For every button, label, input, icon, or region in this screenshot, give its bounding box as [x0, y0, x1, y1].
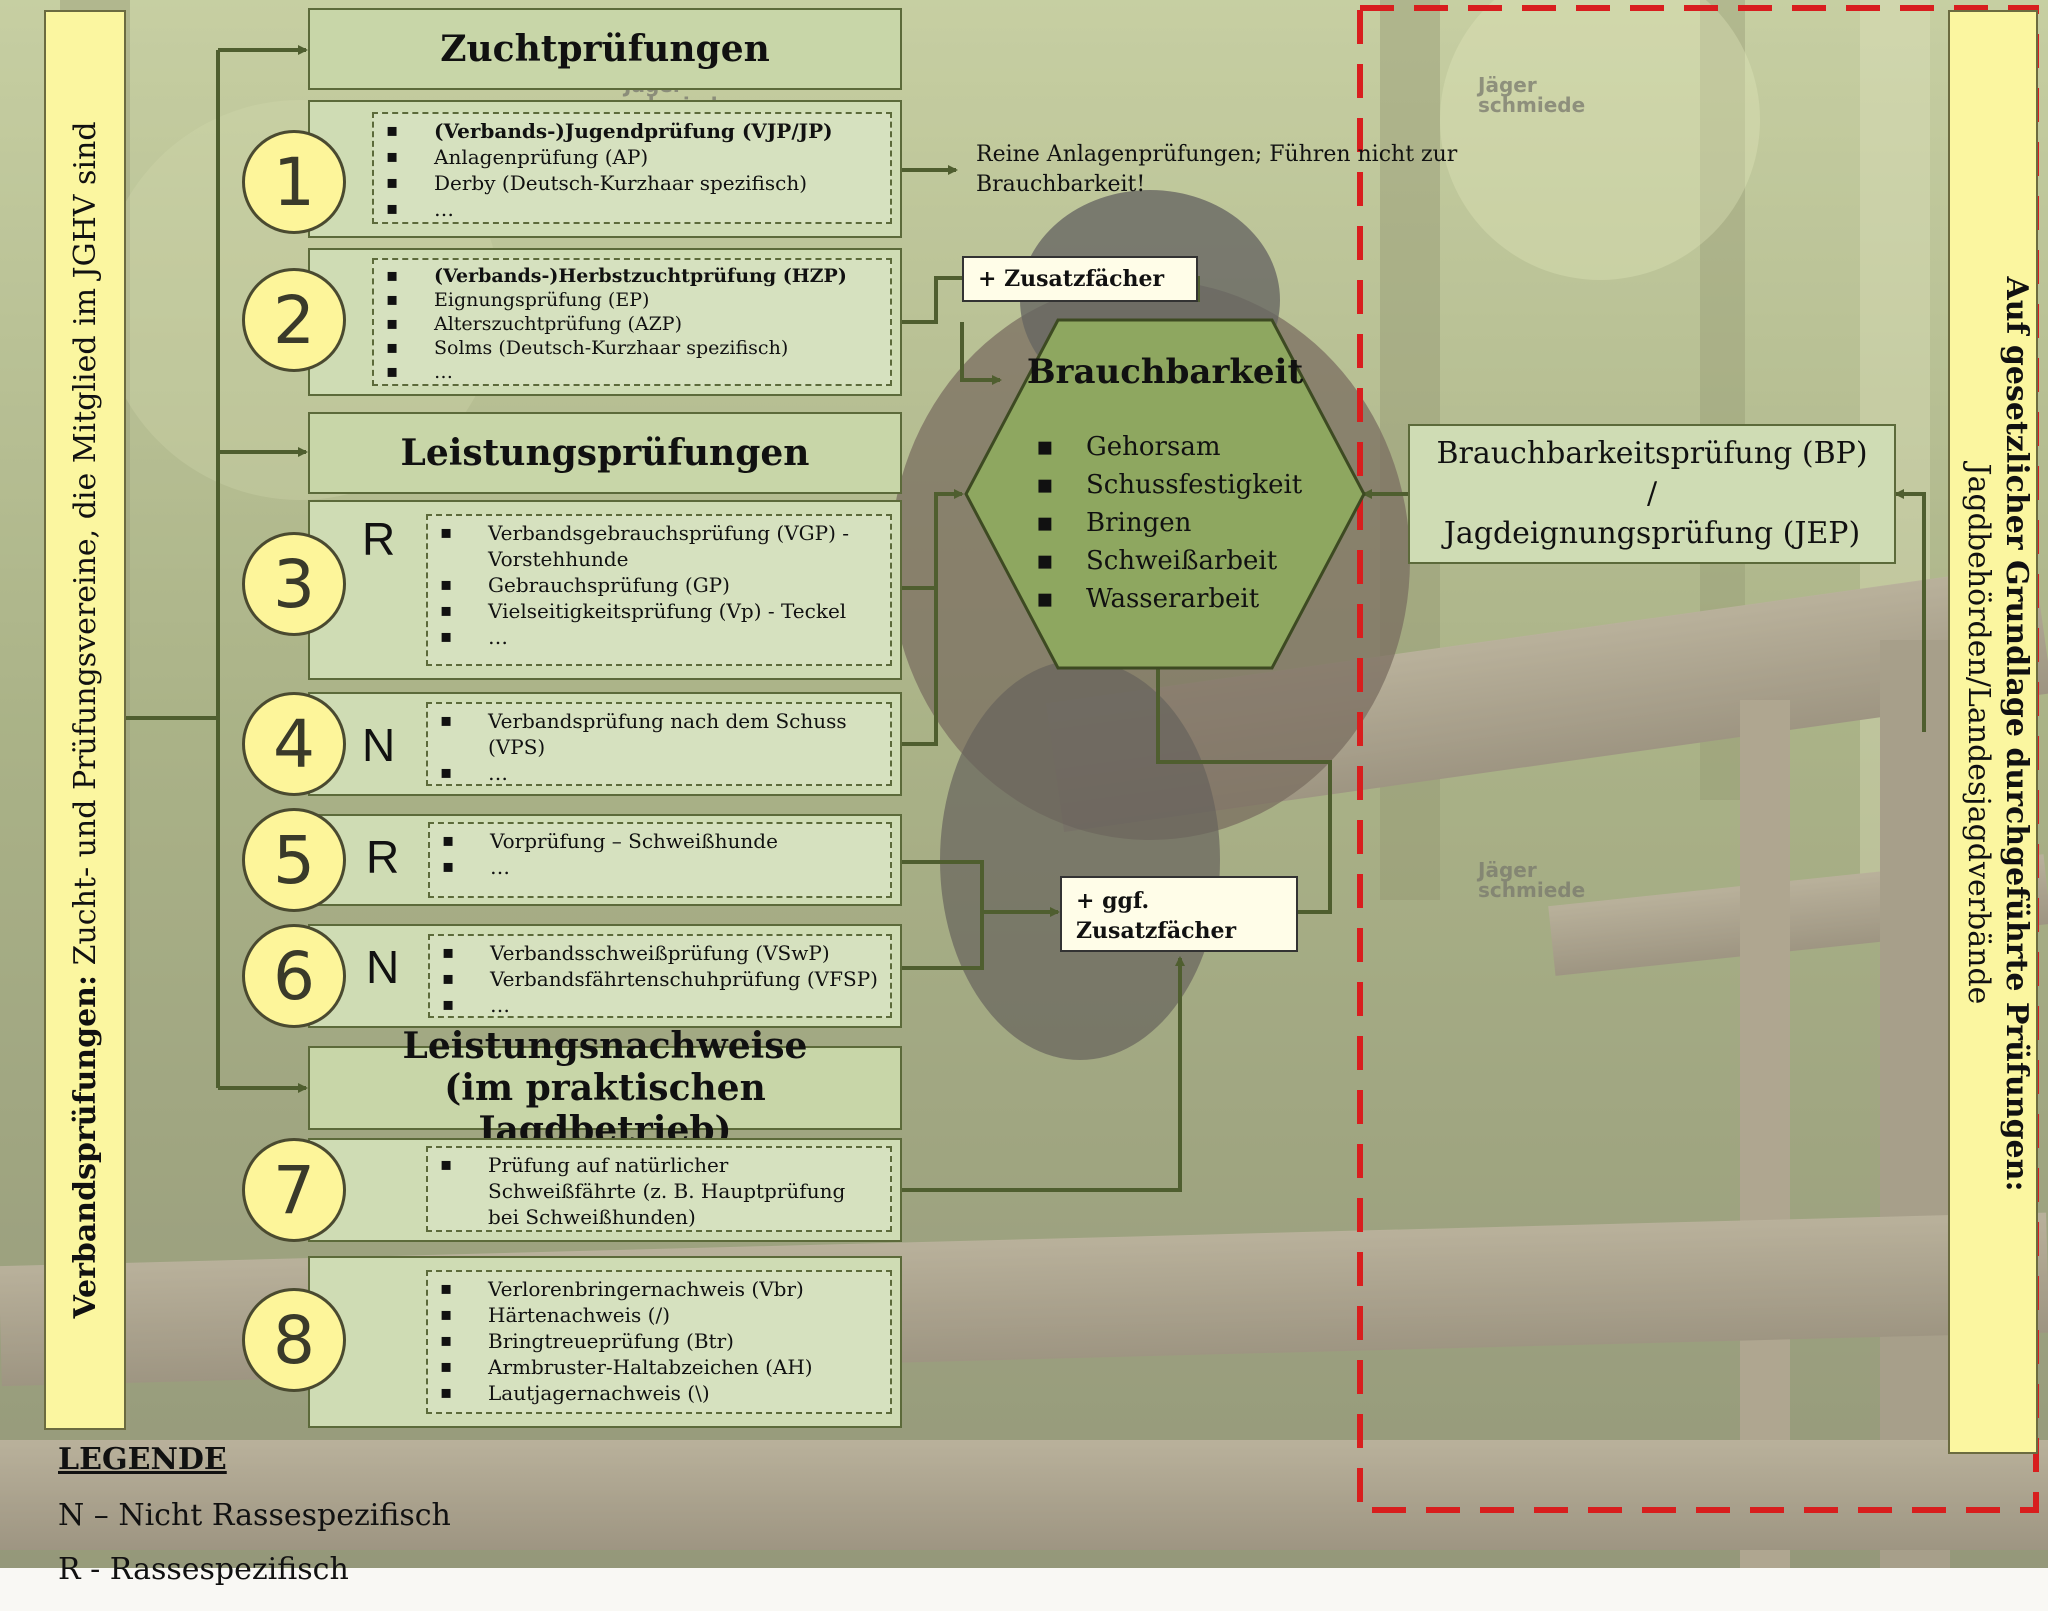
- breed-tag-5: R: [366, 831, 400, 883]
- breed-tag-3: R: [362, 513, 396, 565]
- number-badge-5: 5: [242, 808, 346, 912]
- list-item: Verbandsschweißprüfung (VSwP): [440, 940, 882, 966]
- number-badge-1: 1: [242, 130, 346, 234]
- list-item: Anlagenprüfung (AP): [384, 144, 882, 170]
- list-item: …: [440, 992, 882, 1018]
- list-item: Verlorenbringernachweis (Vbr): [438, 1276, 882, 1302]
- ggf-zusatzfaecher-box: + ggf. Zusatzfächer: [1060, 876, 1298, 952]
- list-item: Derby (Deutsch-Kurzhaar spezifisch): [384, 170, 882, 196]
- item-list-1: (Verbands-)Jugendprüfung (VJP/JP) Anlage…: [372, 112, 892, 224]
- list-item: Verbandsprüfung nach dem Schuss (VPS): [438, 708, 882, 760]
- list-item: Verbandsfährtenschuhprüfung (VFSP): [440, 966, 882, 992]
- item-list-2: (Verbands-)Herbstzuchtprüfung (HZP) Eign…: [372, 258, 892, 386]
- jep-label: Jagdeignungsprüfung (JEP): [1443, 516, 1861, 551]
- list-item: ▪Wasserarbeit: [1036, 584, 1260, 614]
- list-item: Eignungsprüfung (EP): [384, 288, 882, 312]
- note-anlagenpruefungen: Reine Anlagenprüfungen; Führen nicht zur…: [976, 142, 1458, 197]
- number-badge-4: 4: [242, 692, 346, 796]
- left-bar-label: Verbandsprüfungen: Zucht- und Prüfungsve…: [68, 121, 103, 1319]
- zusatzfaecher-box: + Zusatzfächer: [962, 256, 1198, 302]
- list-item: Vorprüfung – Schweißhunde: [440, 828, 882, 854]
- number-badge-7: 7: [242, 1138, 346, 1242]
- item-list-8: Verlorenbringernachweis (Vbr) Härtenachw…: [426, 1270, 892, 1414]
- list-item: ▪Schweißarbeit: [1036, 546, 1278, 576]
- number-badge-2: 2: [242, 268, 346, 372]
- header-zuchtpruefungen: Zuchtprüfungen: [308, 8, 902, 90]
- breed-tag-6: N: [366, 941, 400, 993]
- item-list-7: Prüfung auf natürlicher Schweißfährte (z…: [426, 1146, 892, 1232]
- list-item: ▪Bringen: [1036, 508, 1192, 538]
- breed-tag-4: N: [362, 719, 396, 771]
- legend-n: N – Nicht Rassespezifisch: [58, 1498, 451, 1533]
- brauchbarkeit-title: Brauchbarkeit: [1026, 352, 1304, 392]
- item-list-3: Verbandsgebrauchsprüfung (VGP) - Vorsteh…: [426, 514, 892, 666]
- list-item: Lautjagernachweis (\): [438, 1380, 882, 1406]
- list-item: Solms (Deutsch-Kurzhaar spezifisch): [384, 336, 882, 360]
- list-item: Bringtreueprüfung (Btr): [438, 1328, 882, 1354]
- list-item: Prüfung auf natürlicher Schweißfährte (z…: [438, 1152, 882, 1230]
- list-item: Vielseitigkeitsprüfung (Vp) - Teckel: [438, 598, 882, 624]
- number-badge-6: 6: [242, 924, 346, 1028]
- list-item: …: [438, 760, 882, 786]
- bp-label: Brauchbarkeitsprüfung (BP): [1436, 436, 1868, 471]
- legend-title: LEGENDE: [58, 1442, 227, 1477]
- list-item: …: [438, 624, 882, 650]
- left-category-bar: [44, 10, 126, 1430]
- separator-label: /: [1646, 476, 1658, 511]
- list-item: …: [384, 196, 882, 222]
- right-category-bar: [1948, 10, 2038, 1454]
- list-item: Verbandsgebrauchsprüfung (VGP) - Vorsteh…: [438, 520, 882, 572]
- list-item: Armbruster-Haltabzeichen (AH): [438, 1354, 882, 1380]
- number-badge-3: 3: [242, 532, 346, 636]
- list-item: (Verbands-)Jugendprüfung (VJP/JP): [384, 118, 882, 144]
- list-item: (Verbands-)Herbstzuchtprüfung (HZP): [384, 264, 882, 288]
- list-item: Alterszuchtprüfung (AZP): [384, 312, 882, 336]
- number-badge-8: 8: [242, 1288, 346, 1392]
- list-item: ▪Gehorsam: [1036, 432, 1221, 462]
- list-item: …: [384, 360, 882, 384]
- list-item: …: [440, 854, 882, 880]
- header-leistungspruefungen: Leistungsprüfungen: [308, 412, 902, 494]
- list-item: Härtenachweis (/): [438, 1302, 882, 1328]
- right-bar-label: Auf gesetzlicher Grundlage durchgeführte…: [1961, 276, 2034, 1192]
- item-list-6: Verbandsschweißprüfung (VSwP) Verbandsfä…: [428, 934, 892, 1018]
- item-list-4: Verbandsprüfung nach dem Schuss (VPS) …: [426, 702, 892, 786]
- brauchbarkeit-hexagon: [964, 318, 1366, 670]
- list-item: Gebrauchsprüfung (GP): [438, 572, 882, 598]
- item-list-5: Vorprüfung – Schweißhunde …: [428, 822, 892, 898]
- legend-r: R - Rassespezifisch: [58, 1552, 349, 1587]
- list-item: ▪Schussfestigkeit: [1036, 470, 1303, 500]
- brauchbarkeit-list: ▪Gehorsam ▪Schussfestigkeit ▪Bringen ▪Sc…: [1036, 428, 1302, 618]
- bp-jep-box: Brauchbarkeitsprüfung (BP) / Jagdeignung…: [1408, 424, 1896, 564]
- header-leistungsnachweise: Leistungsnachweise (im praktischen Jagdb…: [308, 1025, 902, 1151]
